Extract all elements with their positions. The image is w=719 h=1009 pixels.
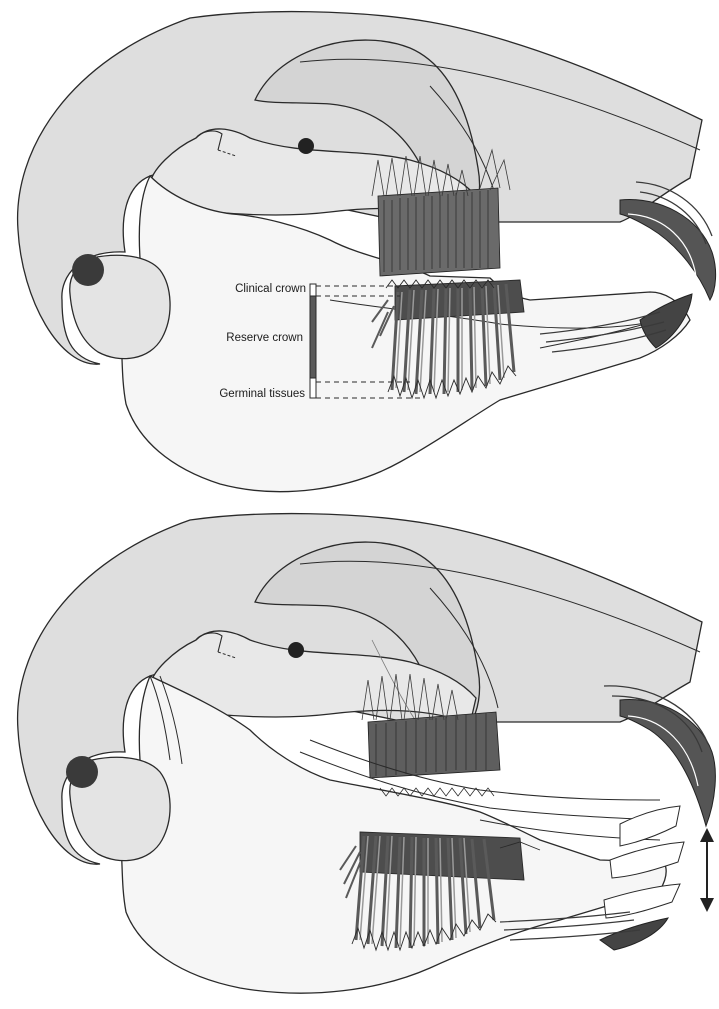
skull-malocclusion-condyle-dot <box>66 756 98 788</box>
skull-normal-foramen-dot <box>298 138 314 154</box>
skull-normal-condyle-dot <box>72 254 104 286</box>
label-germinal-tissues: Germinal tissues <box>219 388 305 400</box>
label-reserve-crown: Reserve crown <box>226 332 303 344</box>
skull-malocclusion-foramen-dot <box>288 642 304 658</box>
label-clinical-crown: Clinical crown <box>235 283 306 295</box>
